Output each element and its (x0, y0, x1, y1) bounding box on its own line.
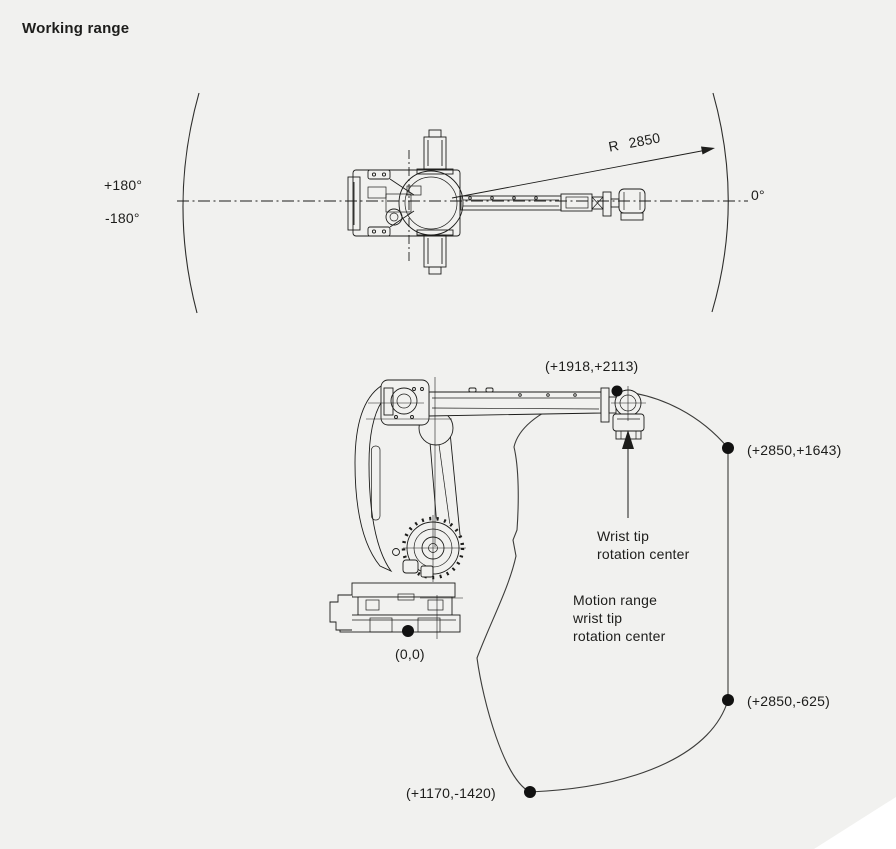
point-marker-lower-right (722, 694, 734, 706)
up-arrowhead-icon (622, 430, 634, 449)
label-zero-degrees: 0° (751, 187, 765, 203)
envelope-inner-boundary (476, 402, 567, 793)
page-corner-fold (814, 797, 896, 849)
point-marker-wrist-max (611, 385, 623, 397)
label-wrist-tip-line1: Wrist tip (597, 528, 650, 544)
robot-top-view (347, 129, 646, 275)
label-coord-origin: (0,0) (395, 646, 425, 662)
point-marker-origin (402, 625, 414, 637)
label-motion-range-line2: wrist tip (573, 610, 623, 626)
label-wrist-tip-line2: rotation center (597, 546, 690, 562)
robot-side-view (329, 379, 645, 633)
page-title: Working range (22, 20, 130, 37)
label-coord-upper-right: (+2850,+1643) (747, 442, 842, 458)
label-motion-range-line3: rotation center (573, 628, 666, 644)
side-view-drawing (329, 377, 734, 798)
point-marker-bottom (524, 786, 536, 798)
label-coord-bottom: (+1170,-1420) (406, 785, 496, 801)
right-swing-arc (711, 92, 729, 313)
side-view-crosshairs (366, 377, 646, 639)
label-coord-lower-right: (+2850,-625) (747, 693, 830, 709)
point-marker-upper-right (722, 442, 734, 454)
radius-leader-arrow (451, 146, 715, 199)
label-motion-range-line1: Motion range (573, 592, 658, 608)
label-minus-180: -180° (105, 210, 140, 226)
label-wrist-tip-rotation-center: Wrist tip rotation center (597, 527, 690, 563)
label-motion-range: Motion range wrist tip rotation center (573, 591, 666, 645)
label-plus-180: +180° (104, 177, 143, 193)
arrowhead-icon (701, 146, 715, 155)
wrist-tip-arrow (622, 430, 634, 518)
envelope-point-markers (402, 385, 734, 798)
left-swing-arc (182, 92, 200, 314)
top-view-drawing (177, 92, 748, 314)
rotation-axis-lines (177, 150, 748, 262)
label-coord-wrist-max: (+1918,+2113) (545, 358, 639, 374)
